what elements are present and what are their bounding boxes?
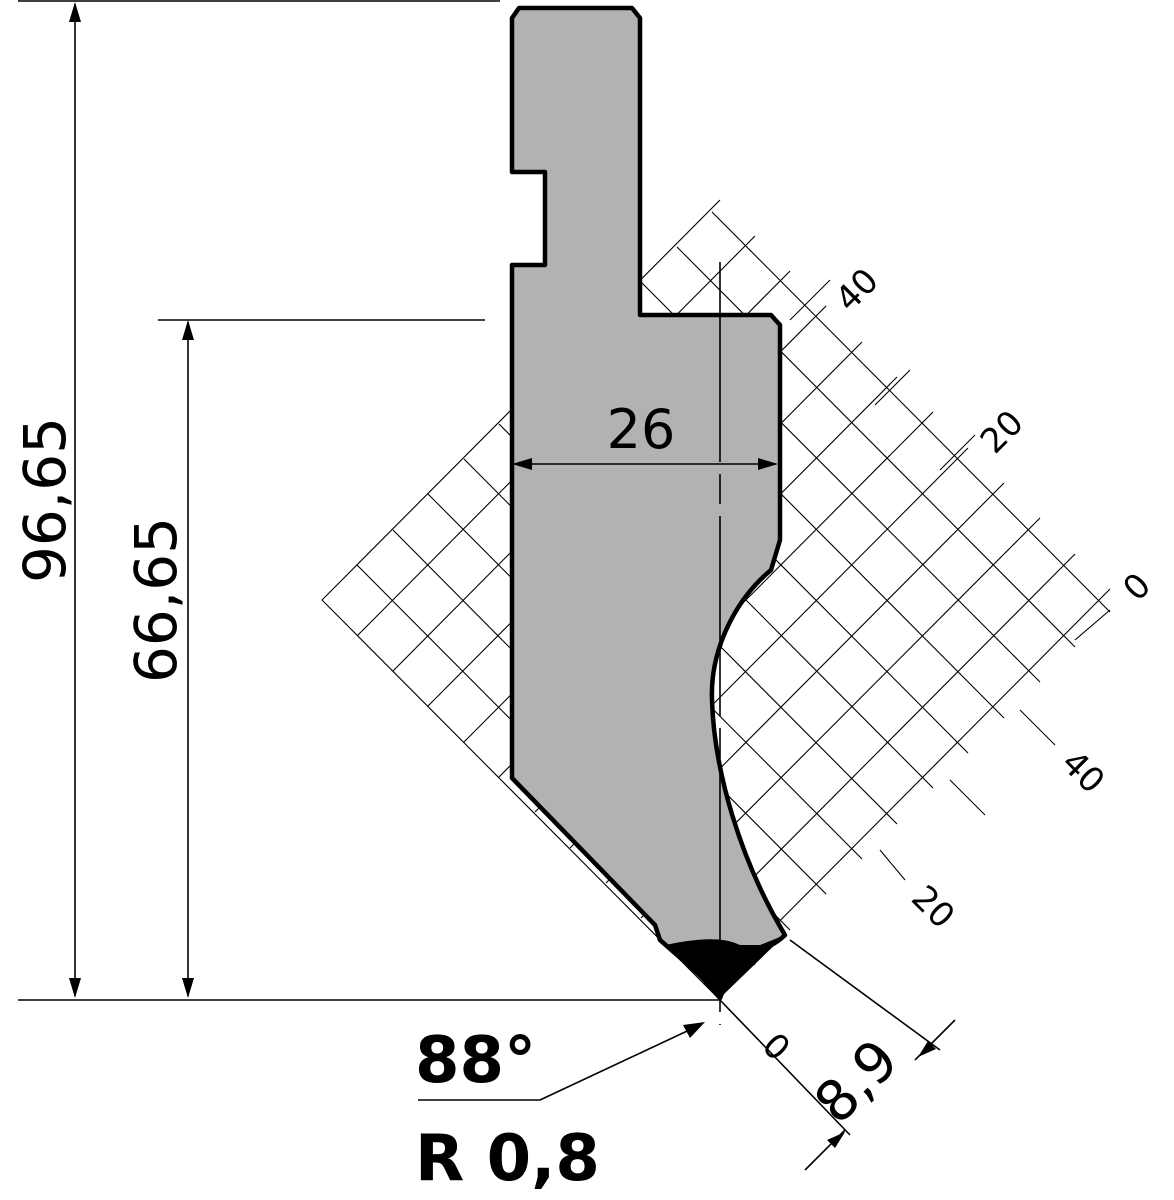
punch-profile	[509, 5, 788, 1001]
tip-clearance-label: 8,9	[802, 1027, 911, 1136]
grid-label-lower-20: 20	[903, 878, 962, 937]
grid-label-lower-0: 0	[754, 1025, 798, 1069]
grid-label-upper-20: 20	[973, 403, 1032, 462]
angle-leader	[418, 1022, 705, 1101]
tip-clearance-dimension: 8,9	[719, 939, 956, 1171]
width-label: 26	[607, 398, 676, 461]
total-height-dimension: 96,65	[11, 2, 81, 998]
radius-label: R 0,8	[415, 1122, 600, 1196]
working-height-label: 66,65	[122, 517, 190, 683]
working-height-dimension: 66,65	[122, 320, 194, 998]
angle-label: 88°	[415, 1024, 536, 1098]
grid-label-upper-0: 0	[1115, 565, 1159, 609]
grid-label-lower-40: 40	[1053, 743, 1112, 802]
total-height-label: 96,65	[11, 417, 79, 583]
punch-tip	[665, 935, 785, 998]
grid-label-upper-40: 40	[828, 261, 887, 320]
width-dimension: 26	[512, 398, 778, 470]
